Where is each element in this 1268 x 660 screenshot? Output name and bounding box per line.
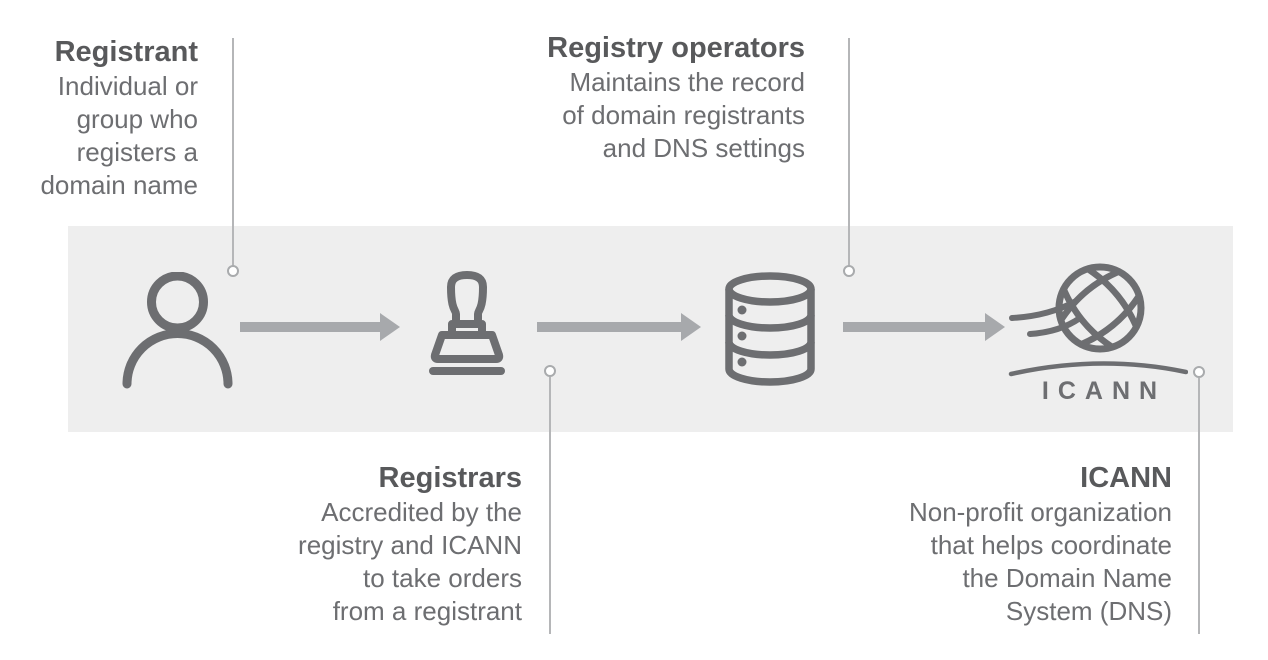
icann-description: Non-profit organization that helps coord…: [908, 497, 1172, 626]
icann-title: ICANN: [1080, 462, 1172, 494]
label-registry-operators: Registry operators Maintains the record …: [465, 30, 805, 165]
leader-dot-registrant: [227, 265, 239, 277]
flow-arrow-2: [537, 313, 701, 341]
leader-line-icann: [1198, 378, 1200, 634]
leader-line-registry-operators: [848, 38, 850, 266]
leader-line-registrars: [549, 377, 551, 634]
registrant-description: Individual or group who registers a doma…: [40, 71, 198, 200]
database-icon: [725, 272, 815, 386]
registrars-title: Registrars: [378, 462, 522, 494]
leader-line-registrant: [232, 38, 234, 266]
swoosh-icon: [1027, 315, 1083, 337]
underline-arc-icon: [1008, 361, 1188, 377]
label-icann: ICANN Non-profit organization that helps…: [832, 460, 1172, 628]
rubber-stamp-icon: [429, 271, 505, 375]
leader-dot-registrars: [544, 365, 556, 377]
registry-operators-description: Maintains the record of domain registran…: [562, 67, 805, 163]
icann-logo: ICANN: [1008, 261, 1188, 403]
leader-dot-icann: [1193, 366, 1205, 378]
registrars-description: Accredited by the registry and ICANN to …: [298, 497, 522, 626]
icann-wordmark: ICANN: [1042, 377, 1166, 403]
swoosh-icon: [1009, 299, 1077, 321]
flow-arrow-1: [240, 313, 400, 341]
label-registrant: Registrant Individual or group who regis…: [0, 34, 198, 202]
label-registrars: Registrars Accredited by the registry an…: [202, 460, 522, 628]
leader-dot-registry-operators: [843, 265, 855, 277]
registry-operators-title: Registry operators: [547, 32, 805, 64]
flow-arrow-3: [843, 313, 1005, 341]
registrant-title: Registrant: [54, 36, 198, 68]
person-icon: [122, 272, 233, 389]
